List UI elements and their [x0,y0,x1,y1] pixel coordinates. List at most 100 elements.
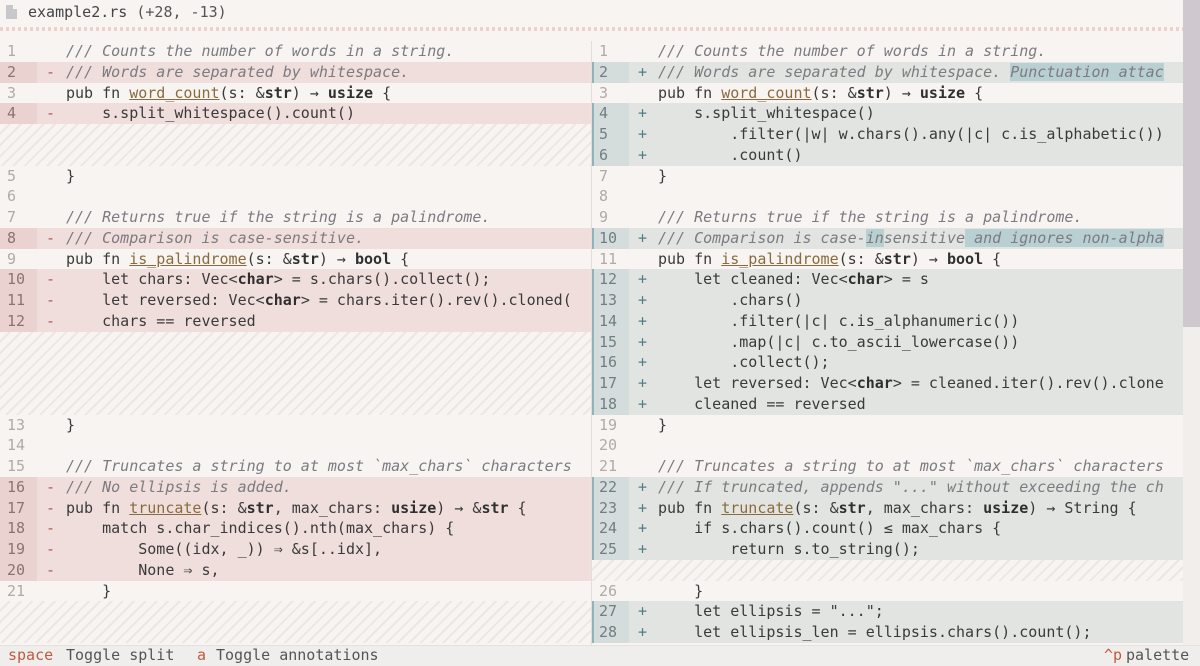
line-gutter [0,497,37,519]
line-gutter [592,290,629,311]
line-number: 10 [599,228,618,247]
line-number: 12 [7,311,26,330]
added-line[interactable]: 10 + /// Comparison is case-insensitive an… [592,227,1183,249]
context-line[interactable]: 7} [592,166,1183,187]
context-line[interactable]: 15/// Truncates a string to at most `max… [0,456,591,477]
code-text: return s.to_string(); [658,540,920,558]
split-divider[interactable] [591,41,592,645]
context-line[interactable]: 21 /// Truncates a string to at most `max… [592,456,1183,477]
line-number: 2 [7,62,17,81]
context-line[interactable]: 5} [0,166,591,187]
toggle-split-action[interactable]: Toggle split [66,646,175,664]
context-line[interactable]: 19} [592,415,1183,436]
removed-line[interactable]: 17-pub fn truncate(s: &str, max_chars: u… [0,497,591,519]
added-line[interactable]: 28+ let ellipsis_len = ellipsis.chars().… [592,622,1183,643]
palette-action[interactable]: palette [1126,646,1190,664]
code-text: pub fn truncate(s: &str, max_chars: usiz… [658,498,1137,517]
line-number: 19 [599,415,618,434]
line-number: 14 [7,436,26,455]
added-line[interactable]: 17+ let reversed: Vec<char> = cleaned.it… [592,373,1183,394]
code-text: /// No ellipsis is added. [66,477,292,496]
code-text: cleaned == reversed [658,394,866,413]
removed-line[interactable]: 11- let reversed: Vec<char> = chars.iter… [0,290,591,311]
diff-marker: + [638,291,648,309]
code-text: /// Returns true if the string is a pali… [66,208,491,226]
code-text: } [66,415,76,434]
removed-line[interactable]: 10- let chars: Vec<char> = s.chars().col… [0,269,591,291]
removed-line[interactable]: 16-/// No ellipsis is added. [0,476,591,498]
line-gutter [592,310,629,332]
line-number: 3 [7,83,17,102]
line-number: 12 [599,270,618,289]
line-number: 21 [599,457,618,475]
diff-pane-old[interactable]: 1/// Counts the number of words in a str… [0,41,591,645]
removed-line[interactable]: 20- None ⇒ s, [0,559,591,581]
toggle-annotations-action[interactable]: Toggle annotations [216,646,379,664]
context-line[interactable]: 13} [0,415,591,436]
context-line[interactable]: 21 } [0,581,591,602]
code-text: /// Truncates a string to at most `max_c… [658,457,1164,475]
added-line[interactable]: 24+ if s.chars().count() ≤ max_chars { [592,518,1183,540]
added-line[interactable]: 2+/// Words are separated by whitespace.… [592,61,1183,83]
code-text: let chars: Vec<char> = s.chars().collect… [66,270,491,289]
added-line[interactable]: 16+ .collect(); [592,352,1183,374]
code-text: match s.char_indices().nth(max_chars) { [66,519,455,538]
removed-line[interactable]: 18- match s.char_indices().nth(max_chars… [0,518,591,540]
removed-line[interactable]: 8-/// Comparison is case-sensitive. [0,227,591,249]
context-line[interactable]: 6 [0,186,591,207]
code-text: pub fn word_count(s: &str) → usize { [658,83,984,102]
line-gutter [592,373,629,394]
added-line[interactable]: 25+ return s.to_string(); [592,539,1183,560]
line-number: 13 [7,415,26,434]
added-line[interactable]: 15+ .map(|c| c.to_ascii_lowercase()) [592,331,1183,353]
scrollbar-thumb[interactable] [1183,0,1200,327]
line-number: 26 [599,581,618,600]
diff-marker: + [638,394,648,413]
context-line[interactable]: 9/// Returns true if the string is a pal… [592,207,1183,228]
context-line[interactable]: 7/// Returns true if the string is a pal… [0,207,591,228]
added-line[interactable]: 23+pub fn truncate(s: &str, max_chars: u… [592,497,1183,519]
code-text: pub fn truncate(s: &str, max_chars: usiz… [66,498,527,517]
removed-line[interactable]: 2-/// Words are separated by whitespace. [0,61,591,83]
added-line[interactable]: 13+ .chars() [592,290,1183,311]
filename: example2.rs [28,3,128,21]
added-line[interactable]: 4+ s.split_whitespace() [592,103,1183,125]
added-line[interactable]: 22+/// If truncated, appends "..." witho… [592,476,1183,498]
code-text: pub fn is_palindrome(s: &str) → bool { [658,249,1002,268]
context-line[interactable]: 8 [592,186,1183,207]
diff-marker: - [46,62,56,81]
removed-line[interactable]: 4- s.split_whitespace().count() [0,103,591,125]
line-number: 18 [599,394,618,413]
context-line[interactable]: 1/// Counts the number of words in a str… [592,41,1183,62]
diff-pane-new[interactable]: 1/// Counts the number of words in a str… [592,41,1183,645]
added-line[interactable]: 27+ let ellipsis = "..."; [592,601,1183,623]
context-line[interactable]: 14 [0,435,591,456]
removed-line[interactable]: 12- chars == reversed [0,310,591,332]
code-text: /// Comparison is case-insensitive and i… [658,228,1164,247]
diff-marker: + [638,228,648,247]
line-number: 15 [599,332,618,351]
line-number: 22 [599,477,618,496]
line-number: 6 [7,187,17,206]
added-line[interactable]: 5+ .filter(|w| w.chars().any(|c| c.is_al… [592,124,1183,145]
context-line[interactable]: 1/// Counts the number of words in a str… [0,41,591,62]
added-line[interactable]: 12+ let cleaned: Vec<char> = s [592,269,1183,291]
added-line[interactable]: 6+ .count() [592,144,1183,166]
line-number: 16 [7,477,26,496]
code-text: let ellipsis_len = ellipsis.chars().coun… [658,623,1092,641]
removed-line[interactable]: 19- Some((idx, _)) ⇒ &s[..idx], [0,539,591,560]
added-line[interactable]: 18 + cleaned == reversed [592,393,1183,415]
diff-marker: - [46,228,56,247]
line-gutter [0,227,37,249]
context-line[interactable]: 20 [592,435,1183,456]
line-number: 15 [7,457,26,475]
code-text: .filter(|c| c.is_alphanumeric()) [658,311,1020,330]
line-gutter [0,518,37,540]
diff-marker: - [46,519,56,538]
context-line[interactable]: 26 } [592,581,1183,602]
added-line[interactable]: 14+ .filter(|c| c.is_alphanumeric()) [592,310,1183,332]
